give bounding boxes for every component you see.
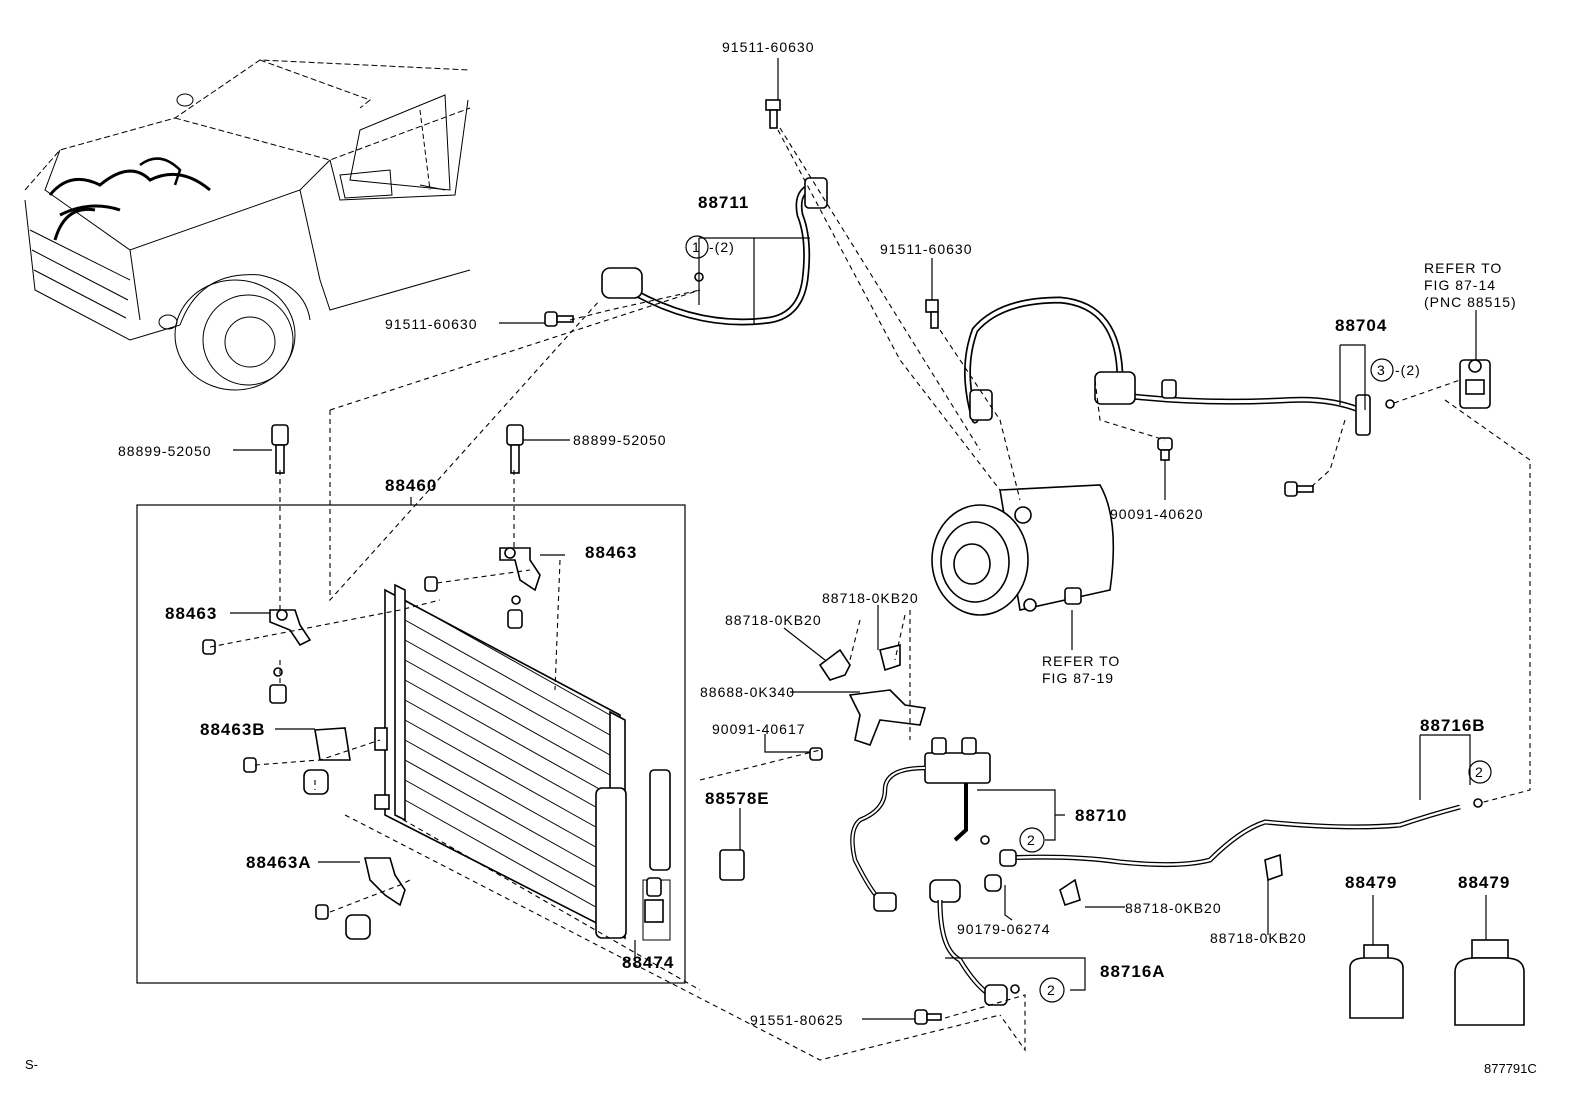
circle-ref-3 bbox=[1370, 358, 1394, 382]
label-91551: 91551-80625 bbox=[750, 1012, 844, 1028]
bolt-91511-mid bbox=[925, 299, 939, 329]
label-88710: 88710 bbox=[1075, 806, 1127, 825]
bolt-88899-left bbox=[271, 424, 289, 474]
label-88578E: 88578E bbox=[705, 789, 770, 808]
clamps-88718 bbox=[818, 643, 1283, 907]
corner-label-left: S- bbox=[25, 1057, 38, 1072]
label-88463-right: 88463 bbox=[585, 543, 637, 562]
corner-label-right: 877791C bbox=[1484, 1061, 1537, 1076]
leader-lines bbox=[209, 58, 1531, 1061]
label-88718-d: 88718-0KB20 bbox=[1210, 930, 1307, 946]
label-88718-c: 88718-0KB20 bbox=[1125, 900, 1222, 916]
label-circle-2a: 2 bbox=[1027, 832, 1036, 848]
pipe-88710 bbox=[850, 737, 991, 912]
compressor bbox=[931, 484, 1115, 616]
label-88899-right: 88899-52050 bbox=[573, 432, 667, 448]
pipe-88716A bbox=[914, 874, 1020, 1025]
oil-bottle-1 bbox=[1349, 944, 1404, 1019]
bolt-91511-left bbox=[544, 311, 574, 327]
bracket-88688 bbox=[809, 689, 927, 761]
condenser-core bbox=[374, 583, 627, 940]
label-88460: 88460 bbox=[385, 476, 437, 495]
label-88718-a: 88718-0KB20 bbox=[822, 590, 919, 606]
label-circle-3: 3 bbox=[1377, 362, 1386, 378]
label-88704: 88704 bbox=[1335, 316, 1387, 335]
label-88479-b: 88479 bbox=[1458, 873, 1510, 892]
label-90179: 90179-06274 bbox=[957, 921, 1051, 937]
circle-ref-2b bbox=[1468, 760, 1492, 784]
receiver-filter bbox=[642, 769, 671, 941]
discharge-hose-88711 bbox=[601, 177, 828, 326]
bolt-88899-right bbox=[506, 424, 524, 474]
label-88479-a: 88479 bbox=[1345, 873, 1397, 892]
label-refer-1b: FIG 87-14 bbox=[1424, 277, 1496, 293]
bracket-88463-left bbox=[269, 609, 312, 647]
label-88474: 88474 bbox=[622, 953, 674, 972]
label-refer-2b: FIG 87-19 bbox=[1042, 670, 1114, 686]
expansion-valve bbox=[1459, 359, 1491, 409]
part-labels: 91511-60630 88711 1 -(2) 91511-60630 915… bbox=[25, 39, 1537, 1076]
circle-ref-1 bbox=[685, 235, 709, 259]
label-refer-2a: REFER TO bbox=[1042, 653, 1120, 669]
bracket-88463-right bbox=[499, 547, 541, 592]
suction-hose-88704 bbox=[964, 296, 1395, 436]
circle-ref-2a bbox=[1019, 827, 1045, 853]
bolt-88704-lower bbox=[1284, 481, 1314, 497]
label-91511-left: 91511-60630 bbox=[385, 316, 477, 332]
bolt-90091-40620 bbox=[1157, 437, 1173, 461]
label-circle-1: 1 bbox=[692, 239, 701, 255]
label-refer-1a: REFER TO bbox=[1424, 260, 1502, 276]
vehicle-illustration bbox=[24, 59, 471, 391]
circle-ref-2c bbox=[1039, 977, 1065, 1003]
label-91511-top: 91511-60630 bbox=[722, 39, 814, 55]
bolt-91511-top bbox=[765, 99, 781, 129]
label-88463-left: 88463 bbox=[165, 604, 217, 623]
label-90091-40617: 90091-40617 bbox=[712, 721, 806, 737]
label-88463B: 88463B bbox=[200, 720, 266, 739]
label-88463A: 88463A bbox=[246, 853, 312, 872]
label-88716A: 88716A bbox=[1100, 962, 1166, 981]
label-90091-40620: 90091-40620 bbox=[1110, 506, 1204, 522]
oil-bottle-2 bbox=[1454, 939, 1525, 1026]
label-88688: 88688-0K340 bbox=[700, 684, 795, 700]
label-88899-left: 88899-52050 bbox=[118, 443, 212, 459]
condenser-small-parts bbox=[202, 576, 745, 940]
pipe-88716B bbox=[999, 798, 1483, 868]
label-88718-b: 88718-0KB20 bbox=[725, 612, 822, 628]
label-circle-2b: 2 bbox=[1475, 764, 1484, 780]
label-refer-1c: (PNC 88515) bbox=[1424, 294, 1517, 310]
label-qty-1: -(2) bbox=[709, 239, 735, 255]
label-qty-3: -(2) bbox=[1395, 362, 1421, 378]
label-circle-2c: 2 bbox=[1047, 982, 1056, 998]
label-88711: 88711 bbox=[698, 193, 749, 212]
label-88716B: 88716B bbox=[1420, 716, 1486, 735]
label-91511-mid: 91511-60630 bbox=[880, 241, 972, 257]
